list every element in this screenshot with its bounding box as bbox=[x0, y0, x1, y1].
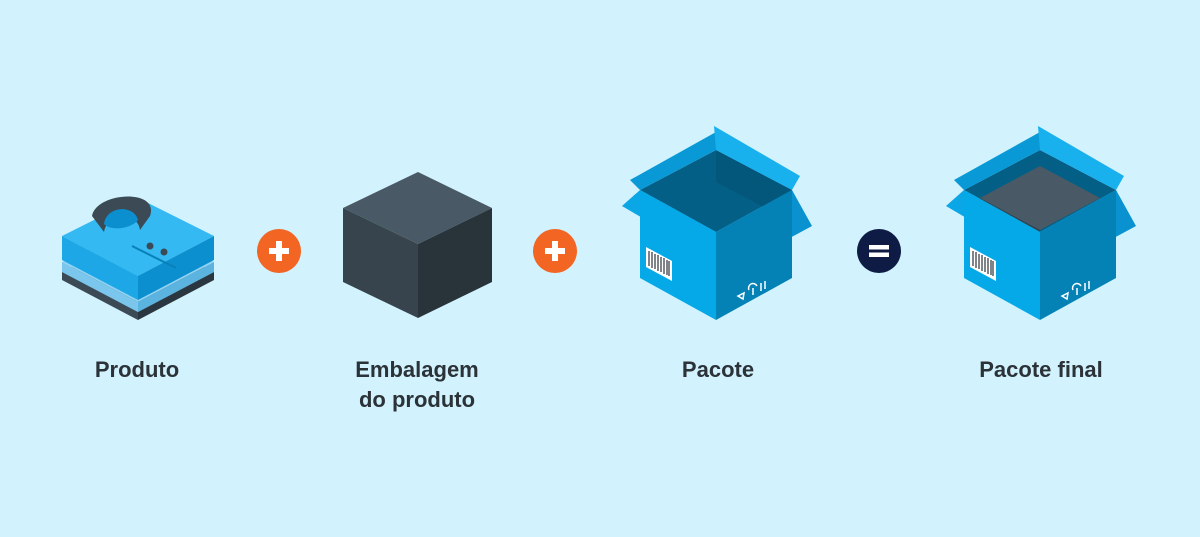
label-line: do produto bbox=[358, 387, 476, 412]
open-shipping-box-icon bbox=[622, 126, 812, 320]
plus-operator-1 bbox=[257, 229, 301, 273]
label-line: Pacote final bbox=[979, 357, 1103, 382]
step-label-pacote: Pacote bbox=[608, 355, 828, 385]
folded-shirts-icon bbox=[62, 196, 214, 320]
step-label-embalagem: Embalagem do produto bbox=[307, 355, 527, 415]
plus-icon bbox=[269, 241, 289, 261]
packed-shipping-box-icon bbox=[946, 126, 1136, 320]
label-line: Pacote bbox=[681, 357, 755, 382]
step-label-pacote-final: Pacote final bbox=[931, 355, 1151, 385]
equals-operator bbox=[857, 229, 901, 273]
step-label-produto: Produto bbox=[27, 355, 247, 385]
plus-operator-2 bbox=[533, 229, 577, 273]
product-box-icon bbox=[343, 172, 492, 318]
plus-icon bbox=[545, 241, 565, 261]
equals-icon bbox=[869, 245, 889, 257]
label-line: Embalagem bbox=[355, 357, 479, 382]
label-line: Produto bbox=[94, 357, 180, 382]
